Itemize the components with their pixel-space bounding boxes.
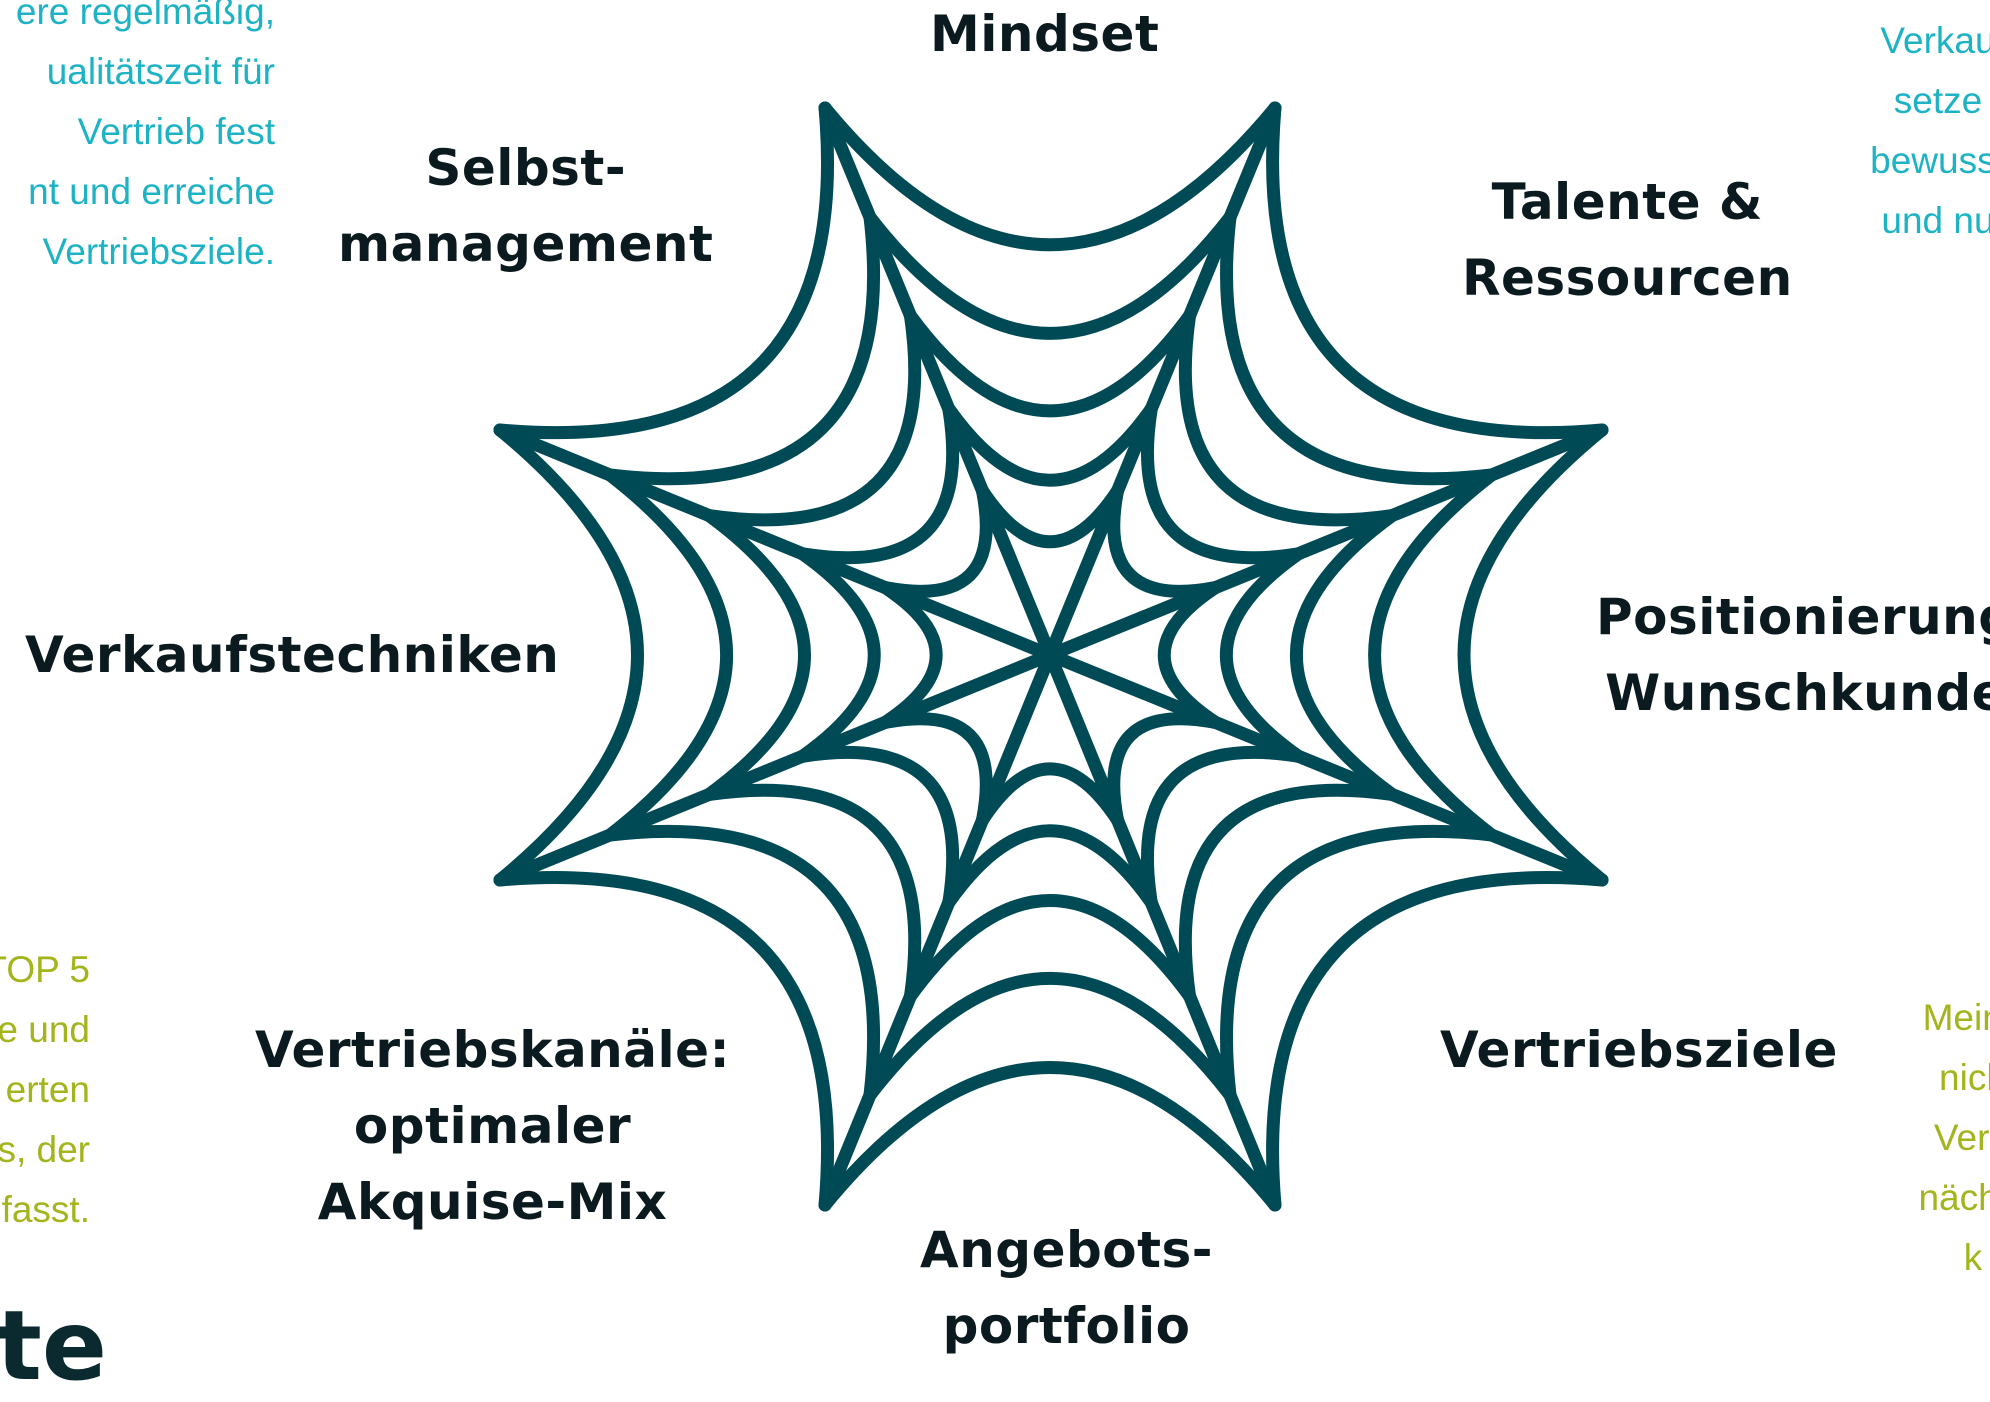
note-bottom-right: Meine nich Vertr nächst k	[1878, 988, 1990, 1288]
web-ring-thread	[1185, 790, 1392, 996]
label-vertriebsziele: Vertriebsziele	[1440, 1012, 1838, 1088]
web-ring-thread	[1185, 316, 1392, 520]
label-selbstmanagement: Selbst- management	[338, 130, 713, 282]
web-ring-thread	[870, 978, 1230, 1095]
label-positionierung-wunschkunden: Positionierung / Wunschkunden	[1596, 579, 1990, 731]
label-mindset: Mindset	[930, 0, 1159, 72]
web-ring-thread	[610, 475, 727, 835]
label-verkaufstechniken: Verkaufstechniken	[25, 617, 559, 693]
label-angebotsportfolio: Angebots- portfolio	[920, 1212, 1213, 1364]
web-ring-thread	[1375, 475, 1492, 835]
web-ring-thread	[825, 108, 1275, 245]
web-ring-thread	[1464, 430, 1602, 880]
web-ring-thread	[885, 719, 986, 820]
note-bottom-left: TOP 5 e und erten s, der fasst.	[0, 940, 90, 1240]
web-ring-thread	[1227, 217, 1492, 478]
web-ring-thread	[709, 316, 915, 520]
heading-fragment: te	[0, 1298, 107, 1394]
web-ring-thread	[1114, 719, 1216, 820]
web-ring-thread	[709, 790, 915, 996]
note-top-left: ere regelmäßig, ualitätszeit für Vertrie…	[16, 0, 275, 282]
note-top-right: Verkau setze bewusst und nu	[1838, 11, 1990, 251]
web-ring-thread	[870, 217, 1230, 333]
web-ring-thread	[885, 491, 986, 591]
web-ring-thread	[1114, 491, 1216, 591]
label-vertriebskanaele: Vertriebskanäle: optimaler Akquise-Mix	[255, 1012, 730, 1240]
label-talente-ressourcen: Talente & Ressourcen	[1462, 164, 1793, 316]
web-ring-thread	[825, 1068, 1275, 1206]
